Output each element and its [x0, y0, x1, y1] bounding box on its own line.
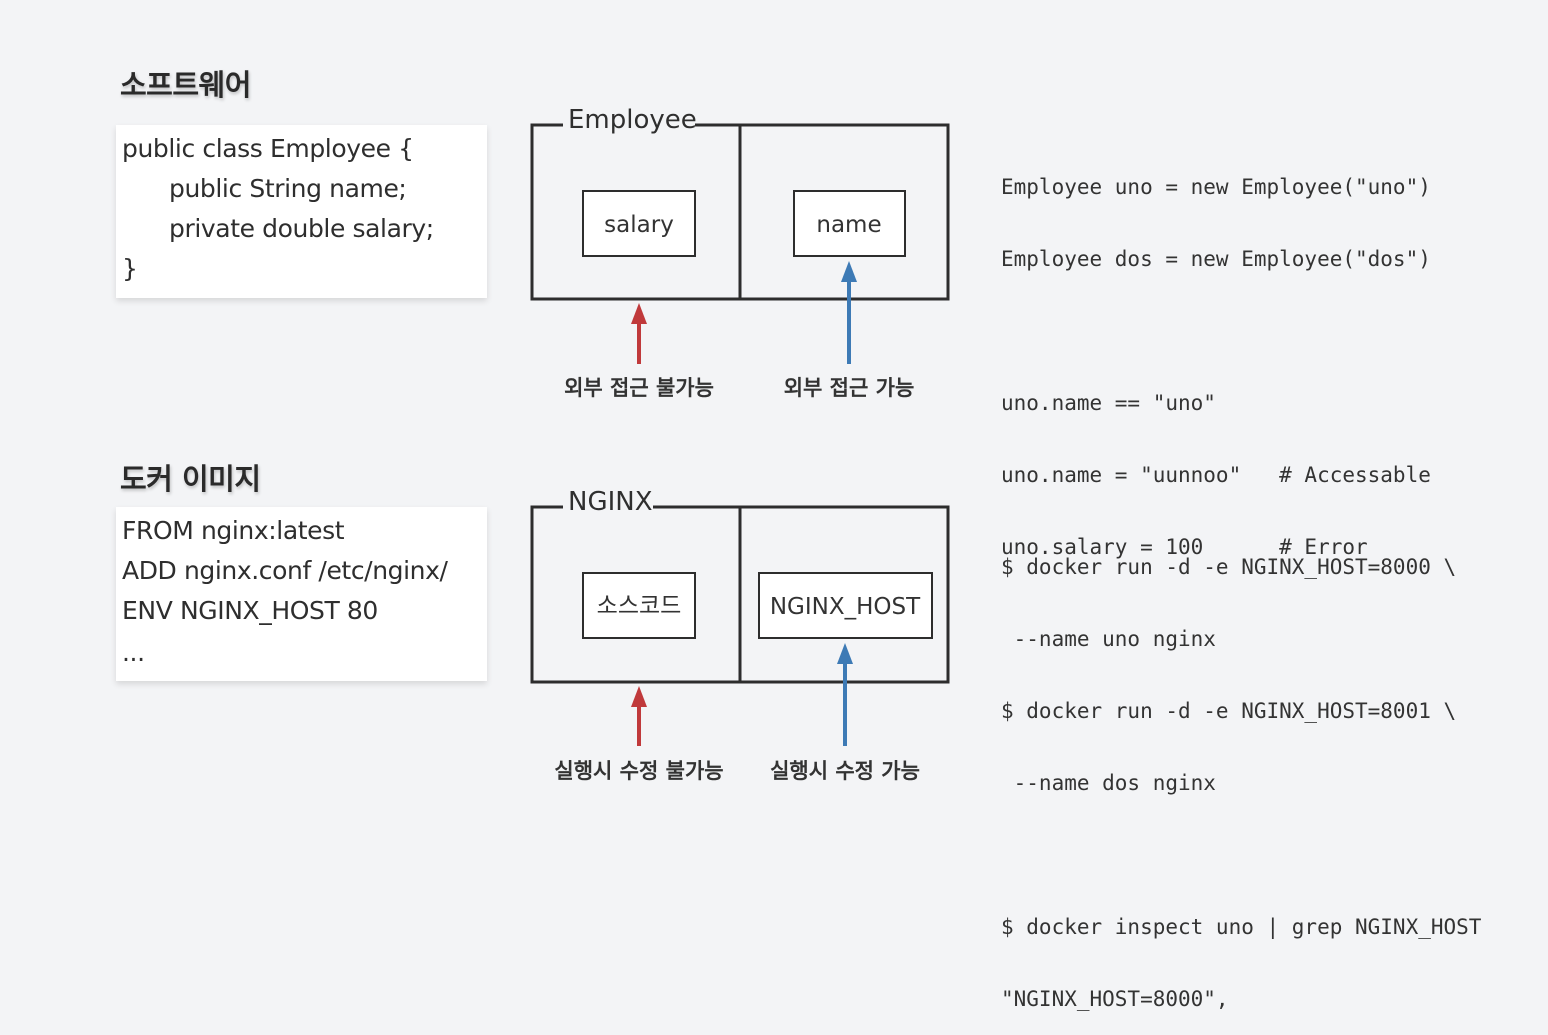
blue-arrow-bottom [837, 643, 853, 746]
red-arrow-bottom [631, 686, 647, 746]
red-arrow-top [631, 303, 647, 364]
name-field-label: name [816, 212, 881, 238]
console-line: Employee dos = new Employee("dos") [1001, 247, 1431, 271]
docker-commands-console: $ docker run -d -e NGINX_HOST=8000 \ --n… [1001, 507, 1481, 1035]
blue-arrow-top [841, 261, 857, 364]
employee-container: Employee [530, 100, 950, 301]
source-code-field-label: 소스코드 [597, 593, 682, 619]
source-code-field: 소스코드 [582, 572, 696, 639]
console-line: Employee uno = new Employee("uno") [1001, 175, 1431, 199]
console-line: --name uno nginx [1001, 627, 1216, 651]
console-line: $ docker run -d -e NGINX_HOST=8001 \ [1001, 699, 1457, 723]
docker-image-section-title: 도커 이미지 [120, 462, 261, 496]
console-line: "NGINX_HOST=8000", [1001, 987, 1229, 1011]
employee-label-backdrop [563, 100, 695, 140]
nginx-label-backdrop [563, 466, 653, 522]
nginx-container: NGINX [530, 466, 950, 684]
code-line: ENV NGINX_HOST 80 [122, 596, 378, 625]
external-access-denied-caption: 외부 접근 불가능 [564, 376, 714, 400]
employee-class-code-card: public class Employee { public String na… [116, 125, 487, 298]
nginx-label: NGINX [568, 487, 653, 517]
code-line: } [122, 254, 138, 283]
code-line: public String name; [169, 174, 407, 203]
console-line: uno.name = "uunnoo" # Accessable [1001, 463, 1431, 487]
code-line: FROM nginx:latest [122, 516, 345, 545]
console-line: $ docker inspect uno | grep NGINX_HOST [1001, 915, 1482, 939]
code-line: ADD nginx.conf /etc/nginx/ [122, 556, 448, 585]
nginx-container-border [530, 505, 950, 684]
code-line: ... [122, 638, 145, 667]
console-line: uno.name == "uno" [1001, 391, 1216, 415]
nginx-host-field-box [758, 572, 933, 639]
salary-field: salary [582, 190, 696, 257]
console-line [1001, 319, 1431, 343]
salary-field-box [582, 190, 696, 257]
dockerfile-code-card: FROM nginx:latest ADD nginx.conf /etc/ng… [116, 507, 487, 681]
code-line: public class Employee { [122, 134, 414, 163]
employee-usage-console: Employee uno = new Employee("uno") Emplo… [1001, 127, 1431, 583]
salary-field-label: salary [604, 212, 674, 238]
console-line [1001, 843, 1481, 867]
console-line: --name dos nginx [1001, 771, 1216, 795]
employee-container-border [530, 123, 950, 301]
name-field-box [793, 190, 906, 257]
console-line: uno.salary = 100 # Error [1001, 535, 1368, 559]
name-field: name [793, 190, 906, 257]
code-line: private double salary; [169, 214, 434, 243]
software-section-title: 소프트웨어 [120, 68, 251, 102]
runtime-immutable-caption: 실행시 수정 불가능 [554, 759, 723, 783]
source-code-field-box [582, 572, 696, 639]
runtime-mutable-caption: 실행시 수정 가능 [770, 759, 920, 783]
employee-label: Employee [568, 105, 697, 135]
nginx-host-field-label: NGINX_HOST [770, 594, 921, 620]
console-line: $ docker run -d -e NGINX_HOST=8000 \ [1001, 555, 1457, 579]
external-access-allowed-caption: 외부 접근 가능 [784, 376, 915, 400]
nginx-host-field: NGINX_HOST [758, 572, 933, 639]
